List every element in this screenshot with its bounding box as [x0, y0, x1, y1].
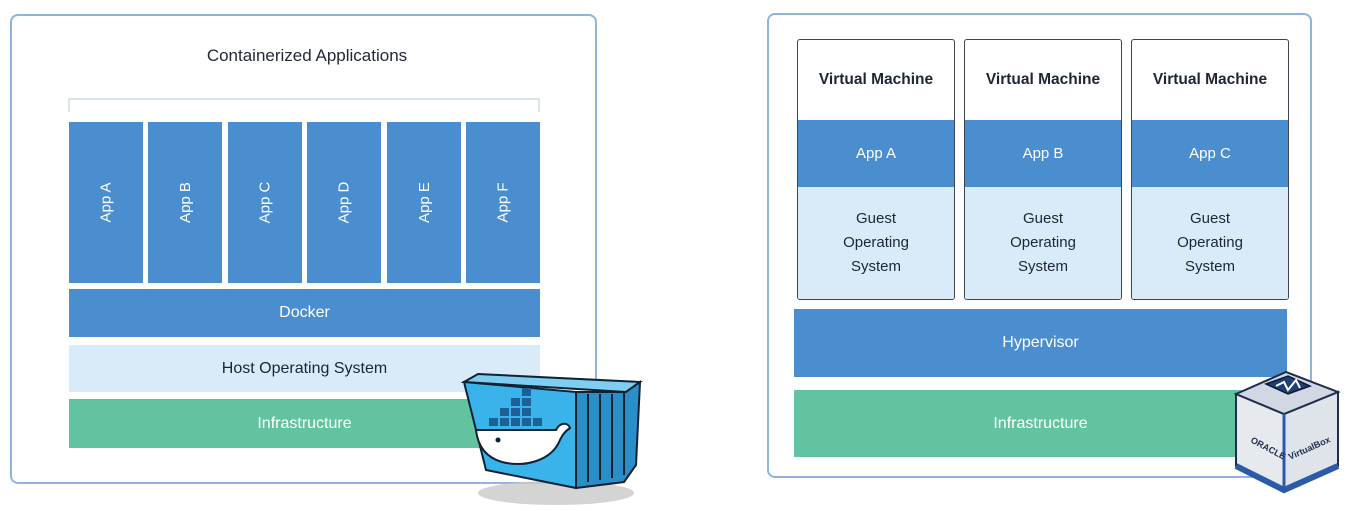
apps-bracket: [68, 98, 540, 112]
docker-container-logo-icon: [460, 372, 643, 505]
app-label: App A: [97, 182, 115, 223]
app-c-column: App C: [228, 122, 302, 283]
app-d-column: App D: [307, 122, 381, 283]
vm-title: Virtual Machine: [1152, 71, 1268, 88]
host-os-layer: Host Operating System: [69, 345, 540, 392]
guest-os-line: Guest: [855, 210, 897, 227]
guest-os-line: Operating: [1010, 234, 1076, 251]
vm-box-2: Virtual Machine App B Guest Operating Sy…: [964, 39, 1122, 300]
app-label: App B: [176, 182, 194, 223]
app-label: App E: [415, 182, 433, 223]
guest-os-line: Operating: [1177, 234, 1243, 251]
guest-os: Guest Operating System: [965, 187, 1121, 299]
app-label: App F: [494, 182, 512, 223]
vm-title: Virtual Machine: [985, 71, 1101, 88]
guest-os: Guest Operating System: [798, 187, 954, 299]
vm-title: Virtual Machine: [818, 71, 934, 88]
vm-box-3: Virtual Machine App C Guest Operating Sy…: [1131, 39, 1289, 300]
guest-os-line: System: [850, 258, 901, 275]
app-e-column: App E: [387, 122, 461, 283]
docker-layer: Docker: [69, 289, 540, 337]
guest-os-line: System: [1184, 258, 1235, 275]
containerized-apps-title: Containerized Applications: [206, 46, 408, 65]
virtualbox-logo-icon: ORACLE VirtualBox: [1233, 370, 1341, 494]
app-f-column: App F: [466, 122, 540, 283]
vm-infrastructure-layer: Infrastructure: [794, 390, 1287, 457]
app-label: App D: [335, 181, 353, 224]
guest-os-line: Guest: [1022, 210, 1064, 227]
vm-app: App C: [1132, 120, 1288, 187]
guest-os: Guest Operating System: [1132, 187, 1288, 299]
vm-box-1: Virtual Machine App A Guest Operating Sy…: [797, 39, 955, 300]
vm-app: App B: [965, 120, 1121, 187]
virtual-machines-panel: Virtual Machine App A Guest Operating Sy…: [767, 13, 1312, 478]
app-label: App C: [256, 181, 274, 224]
app-b-column: App B: [148, 122, 222, 283]
containers-panel: Containerized Applications App A App B A…: [10, 14, 597, 484]
infrastructure-layer: Infrastructure: [69, 399, 540, 448]
guest-os-line: Operating: [843, 234, 909, 251]
guest-os-line: System: [1017, 258, 1068, 275]
vm-app: App A: [798, 120, 954, 187]
hypervisor-layer: Hypervisor: [794, 309, 1287, 377]
guest-os-line: Guest: [1189, 210, 1231, 227]
app-a-column: App A: [69, 122, 143, 283]
